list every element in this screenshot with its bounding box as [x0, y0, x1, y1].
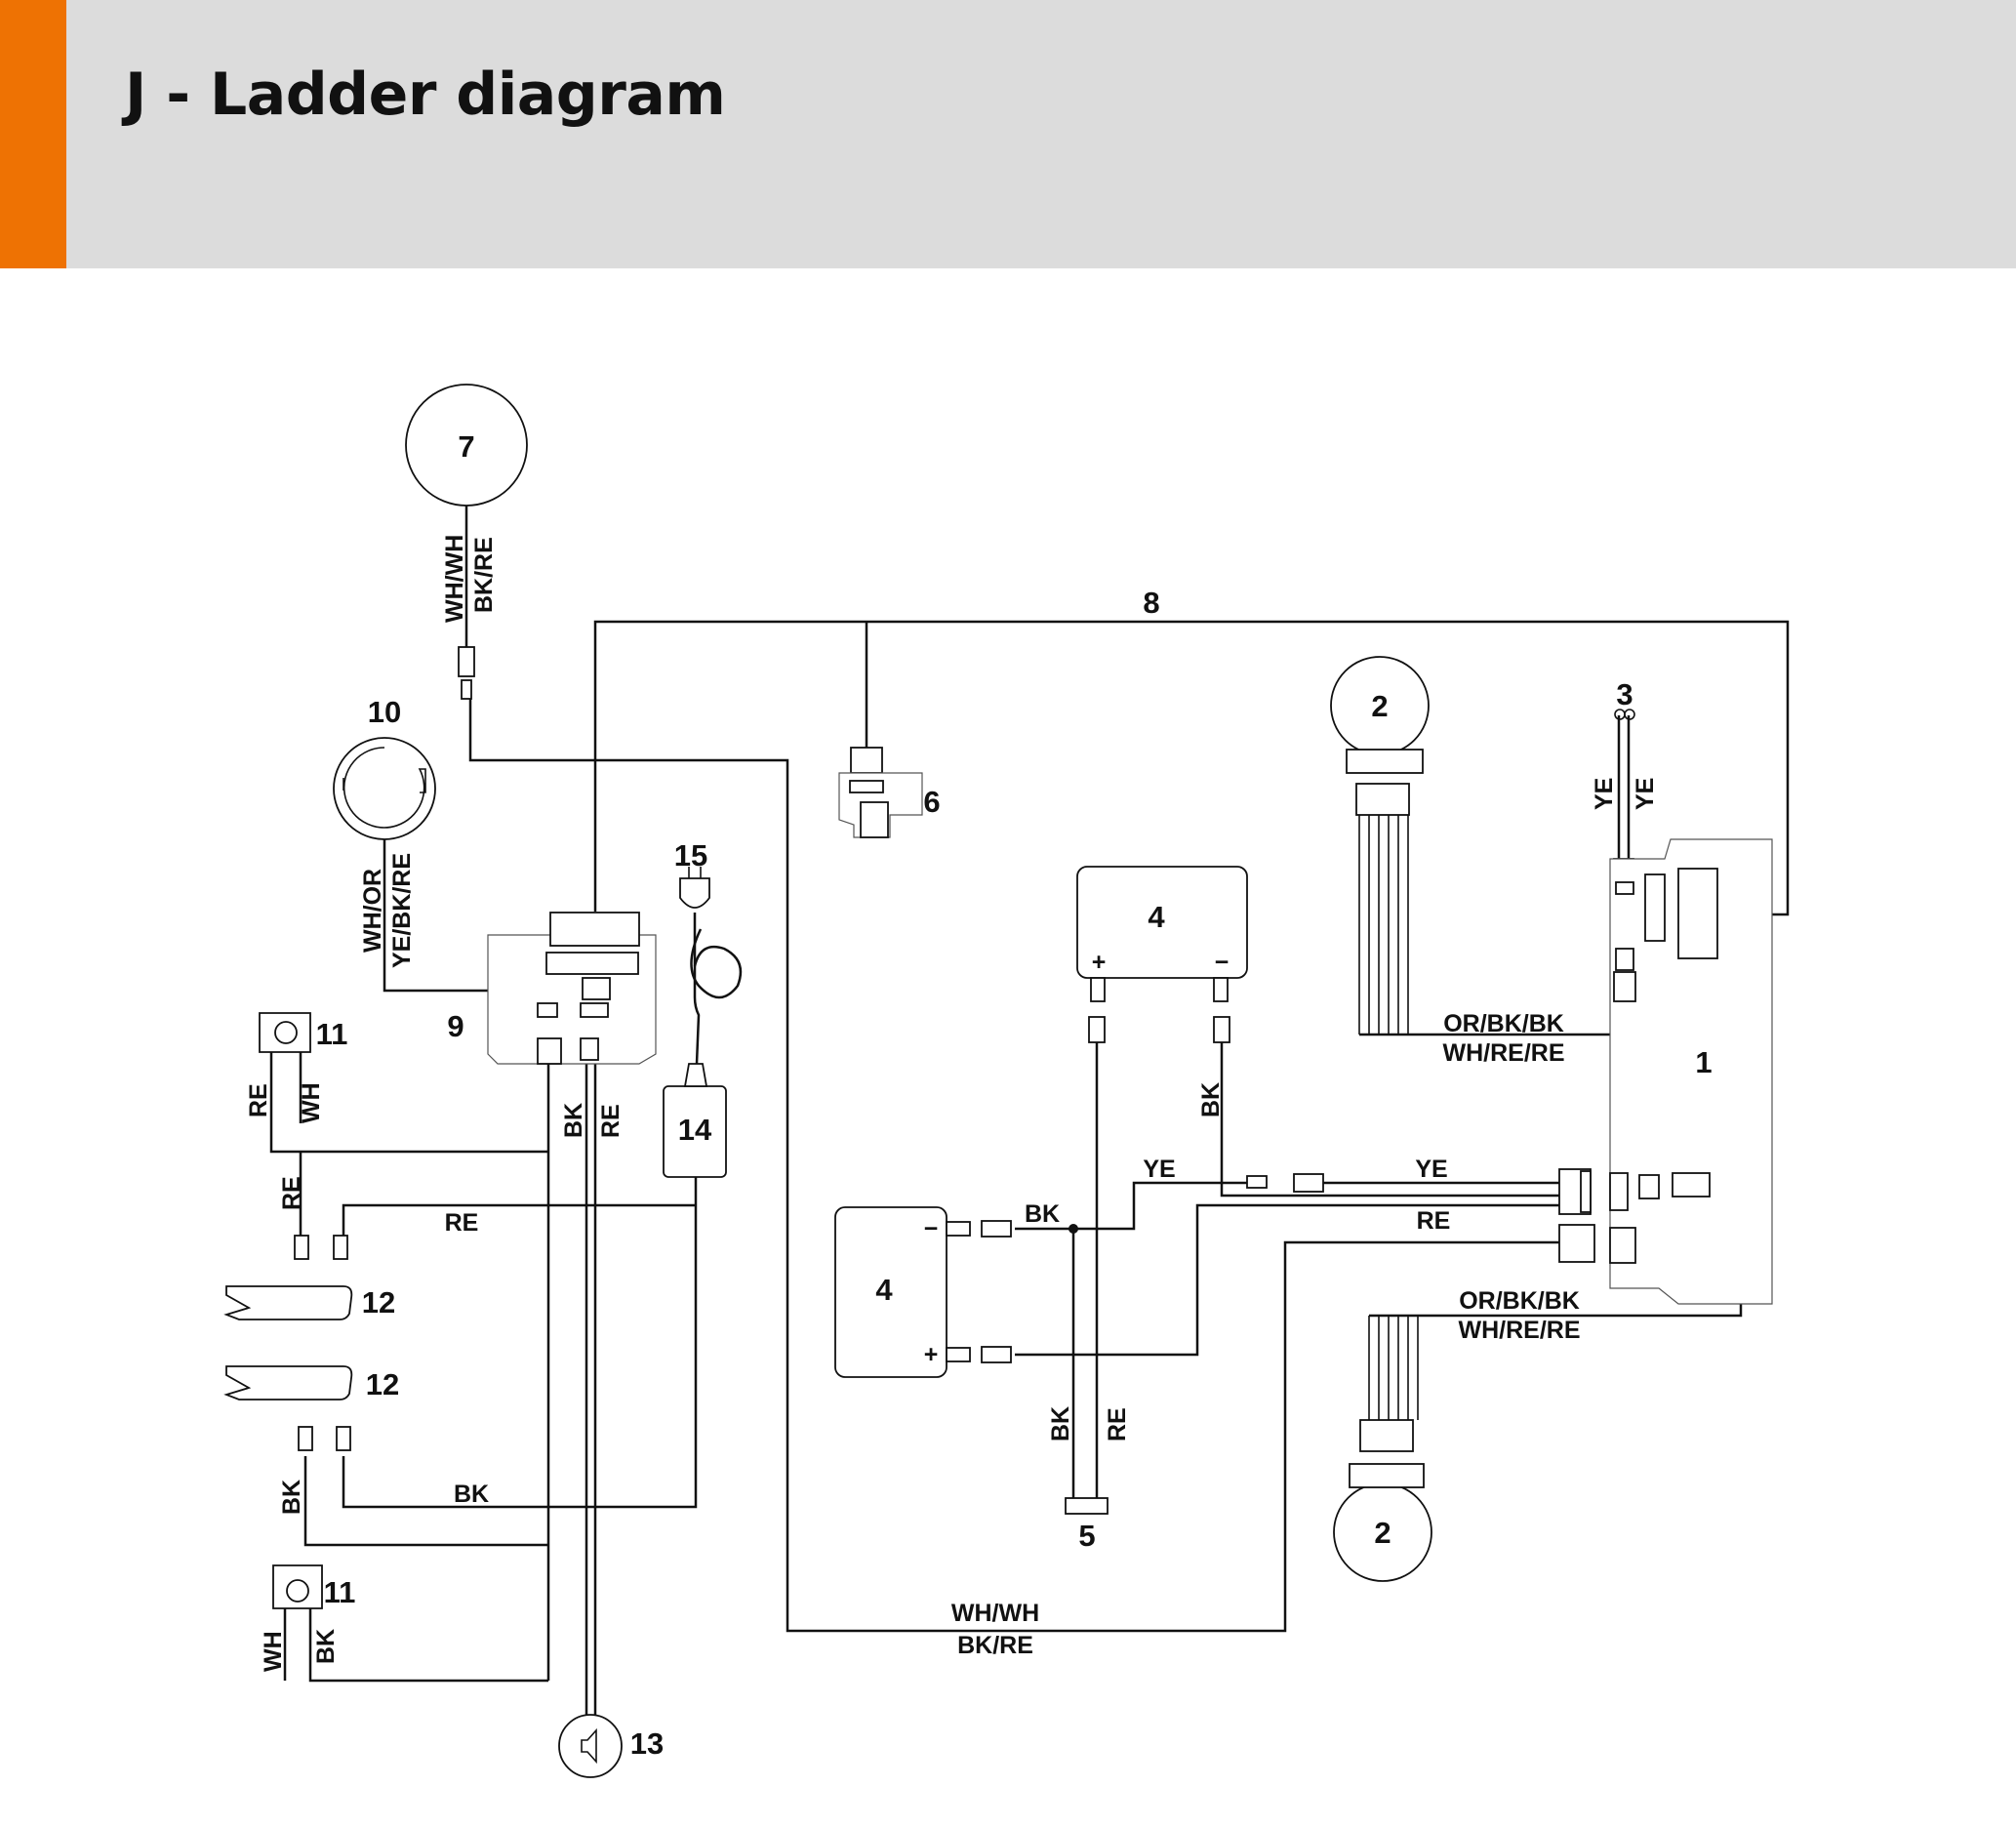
component-12-top: [223, 1285, 353, 1320]
wire-label-ye-3b: YE: [1632, 778, 1659, 810]
wire-label-wh-re-re-bottom: WH/RE/RE: [1459, 1317, 1581, 1344]
wire-label-re-5: RE: [1104, 1407, 1131, 1441]
component-4-battery-left: [834, 1206, 948, 1378]
wire-label-ye-left: YE: [1143, 1156, 1175, 1183]
label-9: 9: [447, 1009, 464, 1043]
wire-label-ye-3a: YE: [1591, 778, 1618, 810]
label-7: 7: [458, 429, 474, 464]
wire-label-bk-12: BK: [278, 1480, 305, 1515]
page-title: J - Ladder diagram: [125, 61, 726, 129]
wire-label-or-bk-bk-top: OR/BK/BK: [1443, 1010, 1564, 1037]
label-8: 8: [1143, 586, 1159, 620]
wire-labels: WH/WH BK/RE WH/OR YE/BK/RE RE WH RE BK R…: [245, 535, 1659, 1672]
wire-label-re-14: RE: [445, 1209, 479, 1237]
component-7-circle: [405, 384, 528, 507]
label-3: 3: [1616, 677, 1633, 711]
wire-label-or-bk-bk-bottom: OR/BK/BK: [1459, 1287, 1580, 1315]
wire-label-wh-re-re-top: WH/RE/RE: [1443, 1039, 1565, 1067]
terminal-plus-left: +: [924, 1341, 939, 1368]
label-12-top: 12: [362, 1285, 395, 1320]
terminal-plus-top: +: [1092, 949, 1107, 976]
component-13-horn: [558, 1714, 623, 1778]
component-10-ring: [333, 737, 436, 840]
terminal-minus-top: −: [1215, 949, 1230, 976]
wire-label-wh-11b: WH: [260, 1631, 287, 1672]
connector-7: [458, 646, 475, 677]
wire-label-ye-right: YE: [1415, 1156, 1447, 1183]
component-15-plug: [679, 877, 710, 909]
label-5: 5: [1078, 1519, 1095, 1553]
label-12-bottom: 12: [366, 1367, 399, 1401]
wire-label-wh-11: WH: [298, 1082, 325, 1123]
label-11-top: 11: [316, 1017, 348, 1051]
wire-label-re-12: RE: [278, 1176, 305, 1210]
label-13: 13: [630, 1726, 664, 1761]
label-2-bottom: 2: [1374, 1516, 1391, 1550]
wiring: [269, 505, 1790, 1720]
wire-label-re-right: RE: [1417, 1207, 1451, 1235]
wire-label-bk-14: BK: [454, 1481, 489, 1508]
wire-label-wh-wh-bottom: WH/WH: [951, 1600, 1039, 1627]
wire-label-wh-or-10: WH/OR: [359, 869, 386, 953]
wire-label-bk-4: BK: [1197, 1082, 1225, 1117]
component-4-battery-top: [1076, 866, 1248, 979]
connector-7b: [461, 679, 472, 700]
wire-label-bk-re-7: BK/RE: [470, 537, 498, 613]
component-numbers: 7 8 10 15 9 11 14 12 12 11 13 6 4 4 5 2 …: [316, 429, 1713, 1761]
label-4-left: 4: [875, 1273, 893, 1307]
header-accent-stripe: [0, 0, 66, 268]
wire-label-re-11: RE: [245, 1083, 272, 1117]
label-10: 10: [368, 695, 401, 729]
battery-terminals: + − − +: [924, 949, 1230, 1368]
label-2-top: 2: [1371, 689, 1388, 723]
label-11-bottom: 11: [324, 1575, 356, 1609]
label-4-top: 4: [1148, 900, 1165, 934]
component-5: [1065, 1497, 1109, 1515]
component-12-bottom: [223, 1365, 353, 1401]
board-9-connector-top: [549, 912, 640, 947]
wire-label-bk-5: BK: [1047, 1406, 1074, 1441]
label-15: 15: [674, 838, 707, 873]
wire-label-wh-wh-7: WH/WH: [441, 535, 468, 623]
label-1: 1: [1695, 1045, 1712, 1079]
wire-label-bk-re-bottom: BK/RE: [957, 1632, 1033, 1659]
wire-label-bk-13: BK: [560, 1103, 587, 1138]
wire-label-bk-batt: BK: [1025, 1200, 1060, 1228]
header-bar: [0, 0, 2016, 268]
wire-label-ye-bk-re-10: YE/BK/RE: [388, 853, 416, 968]
wire-label-re-13: RE: [597, 1104, 625, 1138]
label-14: 14: [678, 1113, 712, 1147]
component-6-connector: [850, 747, 883, 774]
label-6: 6: [923, 785, 940, 819]
wire-label-bk-11b: BK: [312, 1629, 340, 1664]
terminal-minus-left: −: [924, 1215, 939, 1242]
